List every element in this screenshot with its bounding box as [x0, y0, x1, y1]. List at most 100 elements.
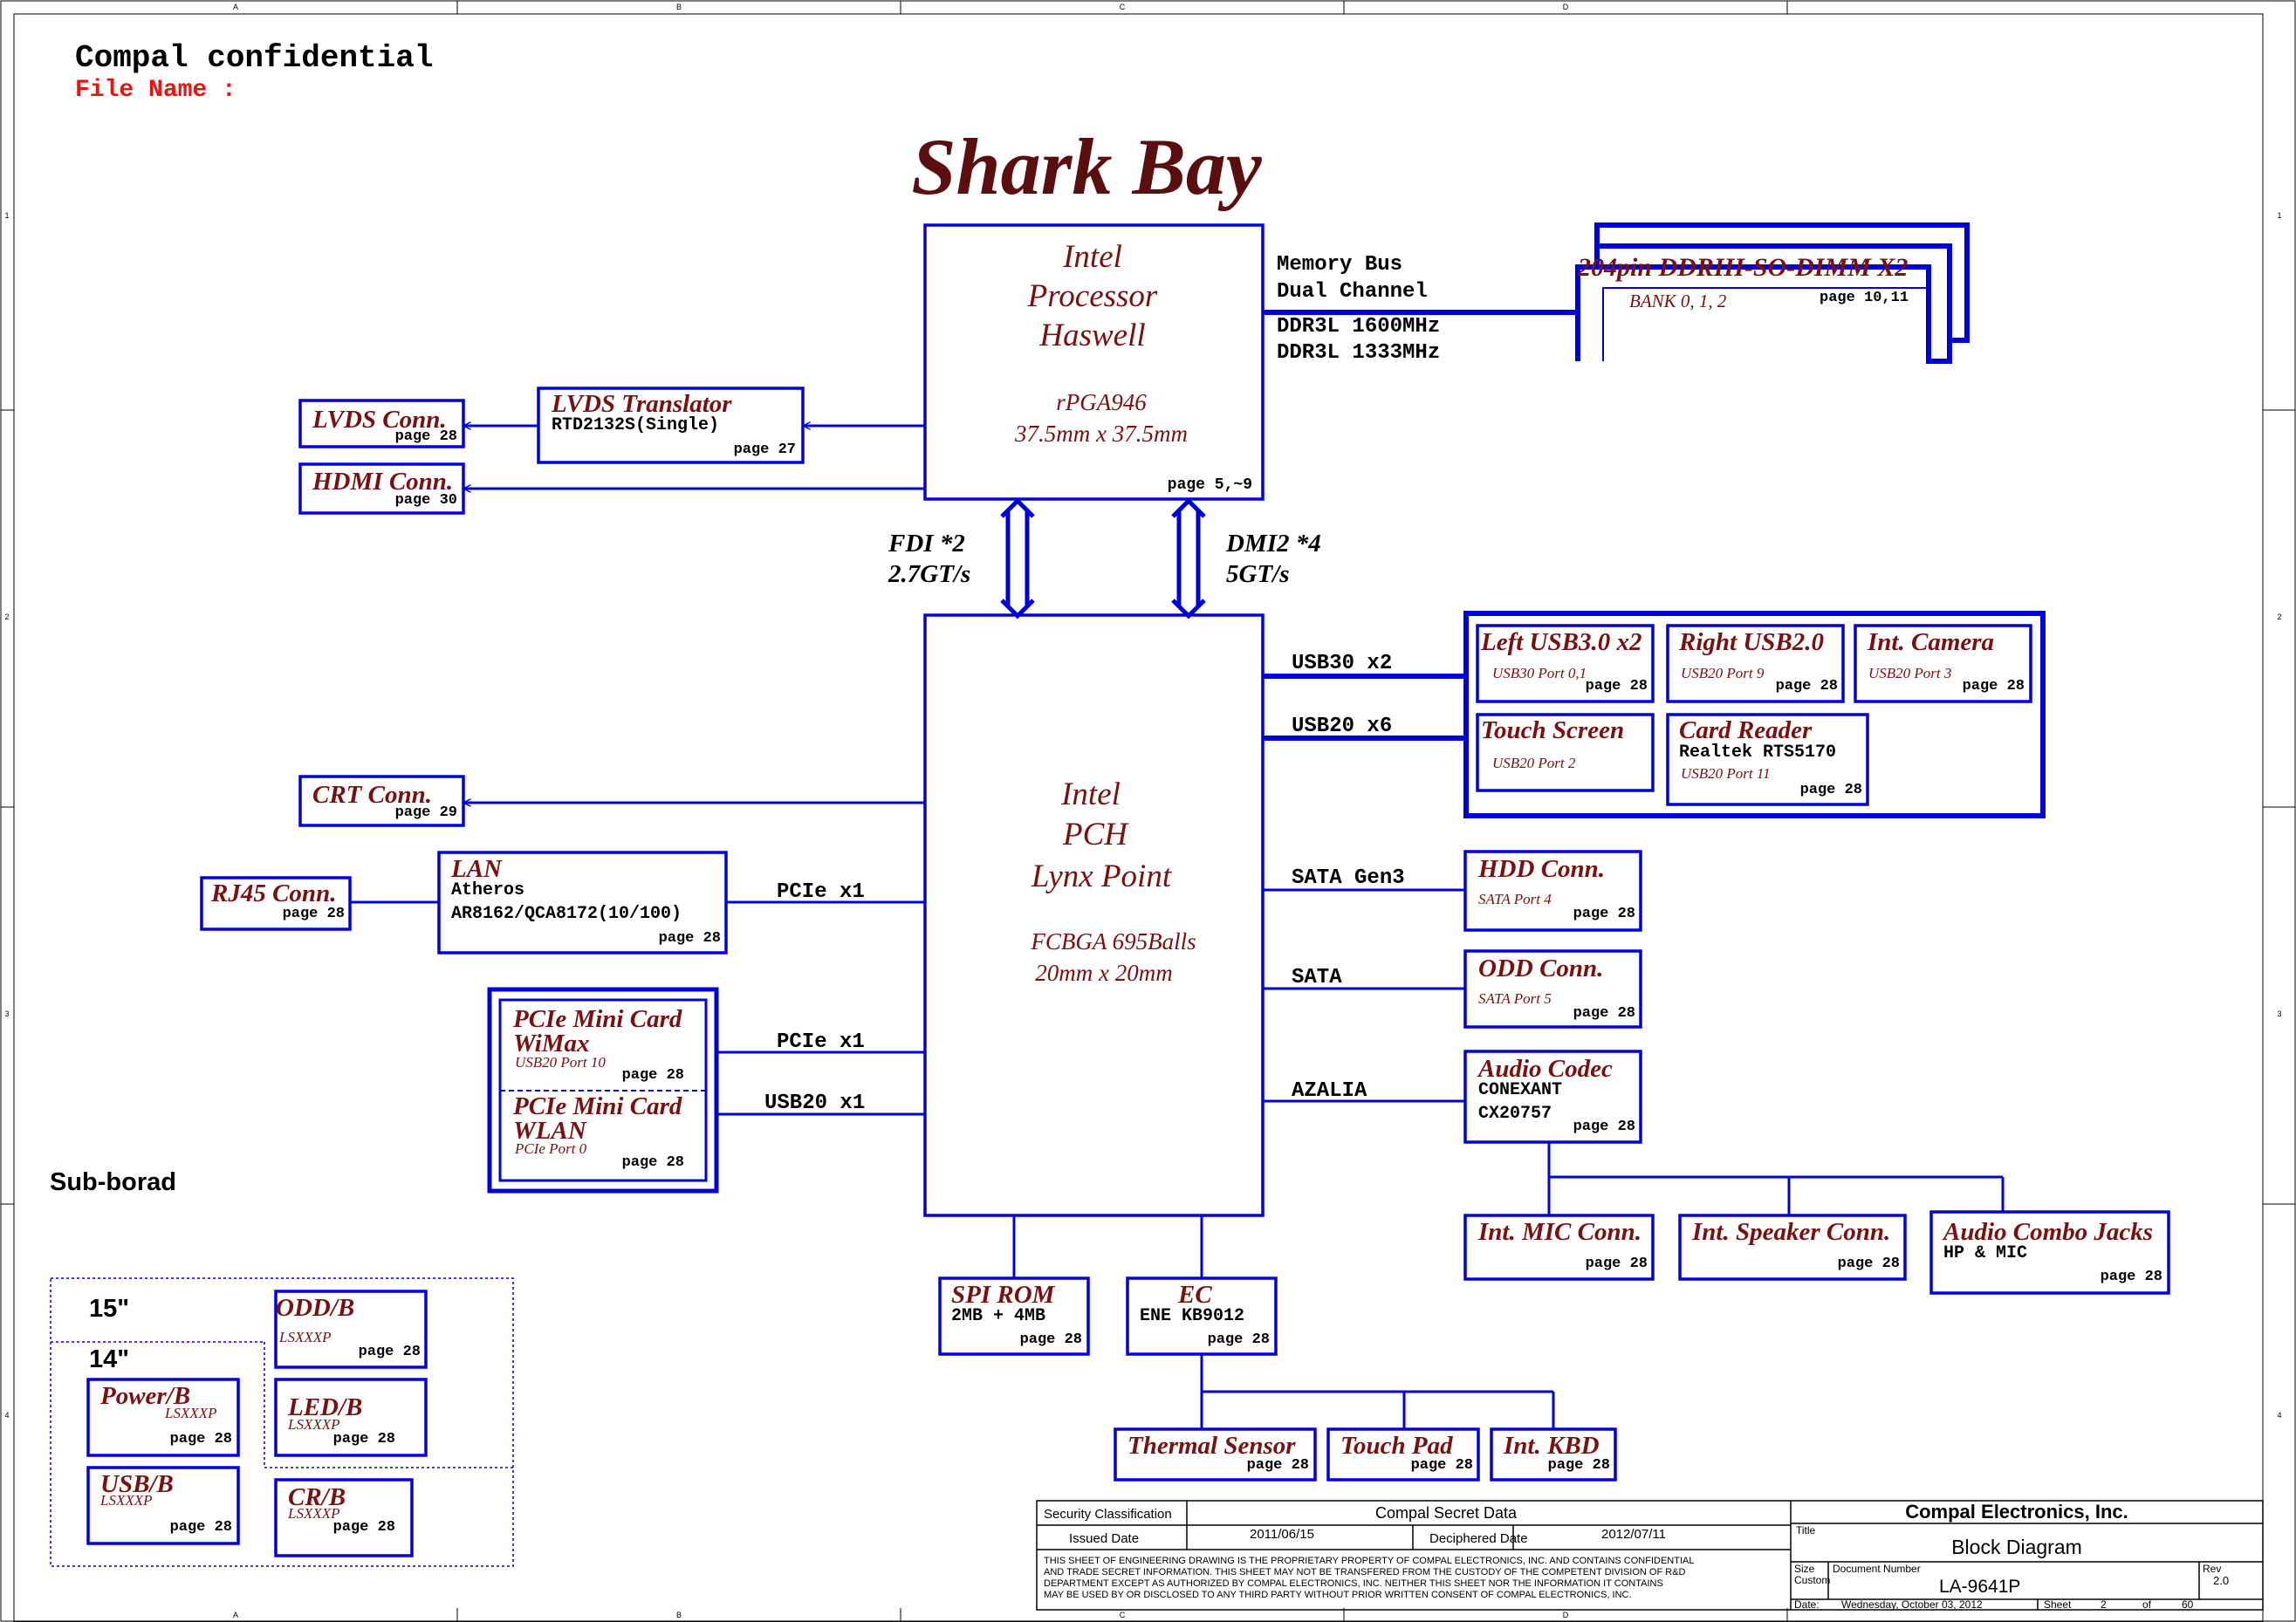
label-text: page 28	[1573, 1005, 1635, 1022]
label-text: SATA Port 5	[1478, 990, 1552, 1007]
label-text: LSXXXP	[99, 1492, 153, 1509]
label-text: LVDS Conn.	[312, 406, 447, 434]
audio-combo-block[interactable]: Audio Combo Jacks HP & MIC page 28	[1929, 1210, 2170, 1295]
card-reader-block[interactable]: Card Reader Realtek RTS5170 USB20 Port 1…	[1666, 713, 1869, 806]
mini-card-block[interactable]: PCIe Mini Card WiMax USB20 Port 10 page …	[487, 987, 719, 1194]
label-text: page 28	[1573, 906, 1635, 922]
wimax-port: USB20 Port 10	[515, 1054, 606, 1071]
cpu-name: Haswell	[1038, 318, 1145, 353]
label-text: Int. Speaker Conn.	[1691, 1218, 1890, 1246]
of-value: 60	[2182, 1598, 2194, 1611]
label-text: DDR3L 1600MHz	[1277, 315, 1440, 339]
odd-conn-block[interactable]: ODD Conn. SATA Port 5 page 28	[1463, 949, 1642, 1029]
label-text: AR8162/QCA8172(10/100)	[451, 904, 682, 924]
date-value: Wednesday, October 03, 2012	[1841, 1598, 1983, 1611]
label-text: page 28	[283, 906, 345, 922]
hdd-conn-block[interactable]: HDD Conn. SATA Port 4 page 28	[1463, 850, 1642, 932]
usb-board-block[interactable]: USB/B LSXXXP page 28	[86, 1466, 240, 1545]
label-text: HDMI Conn.	[312, 468, 453, 496]
led-board-block[interactable]: LED/B LSXXXP page 28	[274, 1378, 428, 1457]
label-text: Left USB3.0 x2	[1480, 628, 1641, 656]
title-label: Title	[1796, 1524, 1816, 1536]
odd-board-block[interactable]: ODD/B LSXXXP page 28	[274, 1290, 428, 1369]
col-label: B	[676, 3, 682, 11]
subboard-area	[50, 1277, 514, 1567]
pcie-mini-label: PCIe x1	[777, 1030, 865, 1054]
row-label: 1	[4, 211, 9, 220]
label-text: page 28	[1020, 1331, 1082, 1348]
label-text: USB/B	[100, 1470, 174, 1498]
label-text: USB20 Port 3	[1868, 665, 1951, 681]
label-text: Right USB2.0	[1678, 628, 1824, 656]
label-text: page 28	[1247, 1457, 1309, 1474]
lvds-translator-block[interactable]: LVDS Translator RTD2132S(Single) page 27	[537, 387, 805, 464]
cpu-block[interactable]: Intel Processor Haswell rPGA946 37.5mm x…	[923, 223, 1265, 501]
label-text: CR/B	[288, 1483, 346, 1511]
usb30-label: USB30 x2	[1292, 652, 1392, 675]
cpu-page: page 5,~9	[1168, 476, 1252, 494]
cpu-vendor: Intel	[1062, 239, 1122, 275]
label-text: Dual Channel	[1277, 280, 1428, 304]
pch-type: PCH	[1062, 817, 1129, 852]
row-label: 4	[2277, 1411, 2281, 1420]
dmi-label: DMI2 *4	[1225, 530, 1321, 558]
left-usb-block[interactable]: Left USB3.0 x2 USB30 Port 0,1 page 28	[1476, 624, 1655, 703]
pch-size: 20mm x 20mm	[1035, 960, 1172, 986]
row-label: 1	[2277, 211, 2281, 220]
issued-label: Issued Date	[1069, 1531, 1139, 1546]
int-kbd-block[interactable]: Int. KBD page 28	[1490, 1427, 1617, 1482]
cr-board-block[interactable]: CR/B LSXXXP page 28	[274, 1478, 414, 1557]
rj45-conn-block[interactable]: RJ45 Conn. page 28	[200, 876, 352, 931]
right-usb-block[interactable]: Right USB2.0 USB20 Port 9 page 28	[1666, 624, 1845, 703]
of-label: of	[2142, 1598, 2152, 1611]
lvds-conn-block[interactable]: LVDS Conn. page 28	[298, 399, 465, 448]
label-text: page 28	[659, 930, 721, 947]
mic-conn-block[interactable]: Int. MIC Conn. page 28	[1463, 1214, 1655, 1281]
camera-block[interactable]: Int. Camera USB20 Port 3 page 28	[1854, 624, 2032, 703]
audio-codec-block[interactable]: Audio Codec CONEXANT CX20757 page 28	[1463, 1050, 1642, 1144]
col-label: A	[233, 1611, 238, 1619]
label-text: page 28	[170, 1431, 232, 1447]
label-text: SATA Port 4	[1478, 891, 1552, 907]
crt-conn-block[interactable]: CRT Conn. page 29	[298, 775, 465, 827]
label-text: USB20 Port 11	[1681, 765, 1771, 782]
label-text: ODD/B	[276, 1294, 354, 1322]
dimm-block[interactable]: 204pin DDRIII-SO-DIMM X2 BANK 0, 1, 2 pa…	[1575, 222, 1970, 364]
touch-screen-block[interactable]: Touch Screen USB20 Port 2	[1476, 713, 1655, 792]
lan-block[interactable]: LAN Atheros AR8162/QCA8172(10/100) page …	[437, 851, 728, 955]
col-label: B	[676, 1611, 682, 1619]
size-value: Custom	[1794, 1574, 1830, 1586]
label-text: Int. Camera	[1867, 628, 1994, 656]
label-text: page 30	[395, 492, 457, 509]
label-text: Card Reader	[1679, 716, 1813, 744]
label-text: Realtek RTS5170	[1679, 743, 1836, 763]
label-text: page 27	[734, 441, 796, 458]
speaker-conn-block[interactable]: Int. Speaker Conn. page 28	[1678, 1214, 1907, 1281]
row-label: 2	[2277, 613, 2281, 621]
ec-block[interactable]: EC ENE KB9012 page 28	[1126, 1276, 1278, 1356]
label-text: Touch Pad	[1340, 1432, 1453, 1460]
label-text: Atheros	[451, 880, 524, 900]
row-label: 3	[4, 1009, 9, 1018]
label-text: USB30 Port 0,1	[1492, 665, 1587, 681]
spi-rom-block[interactable]: SPI ROM 2MB + 4MB page 28	[938, 1276, 1090, 1356]
label-text: CONEXANT	[1478, 1080, 1562, 1100]
pch-block[interactable]: Intel PCH Lynx Point FCBGA 695Balls 20mm…	[923, 613, 1265, 1217]
touch-pad-block[interactable]: Touch Pad page 28	[1326, 1427, 1480, 1482]
date-label: Date:	[1794, 1598, 1820, 1611]
label-text: page 28	[333, 1519, 395, 1536]
label-text: LSXXXP	[164, 1405, 217, 1421]
label-text: page 28	[622, 1067, 684, 1084]
file-name-label: File Name :	[75, 77, 236, 104]
label-text: EC	[1177, 1281, 1212, 1309]
label-text: page 28	[1963, 678, 2025, 695]
thermal-sensor-block[interactable]: Thermal Sensor page 28	[1114, 1427, 1317, 1482]
power-board-block[interactable]: Power/B LSXXXP page 28	[86, 1378, 240, 1457]
hdmi-conn-block[interactable]: HDMI Conn. page 30	[298, 462, 465, 515]
label-text: page 28	[622, 1154, 684, 1171]
wimax-title: PCIe Mini Card	[512, 1005, 682, 1033]
label-text: Thermal Sensor	[1127, 1432, 1296, 1460]
row-label: 3	[2277, 1009, 2281, 1018]
fdi-link: FDI *2 2.7GT/s	[888, 497, 1035, 619]
